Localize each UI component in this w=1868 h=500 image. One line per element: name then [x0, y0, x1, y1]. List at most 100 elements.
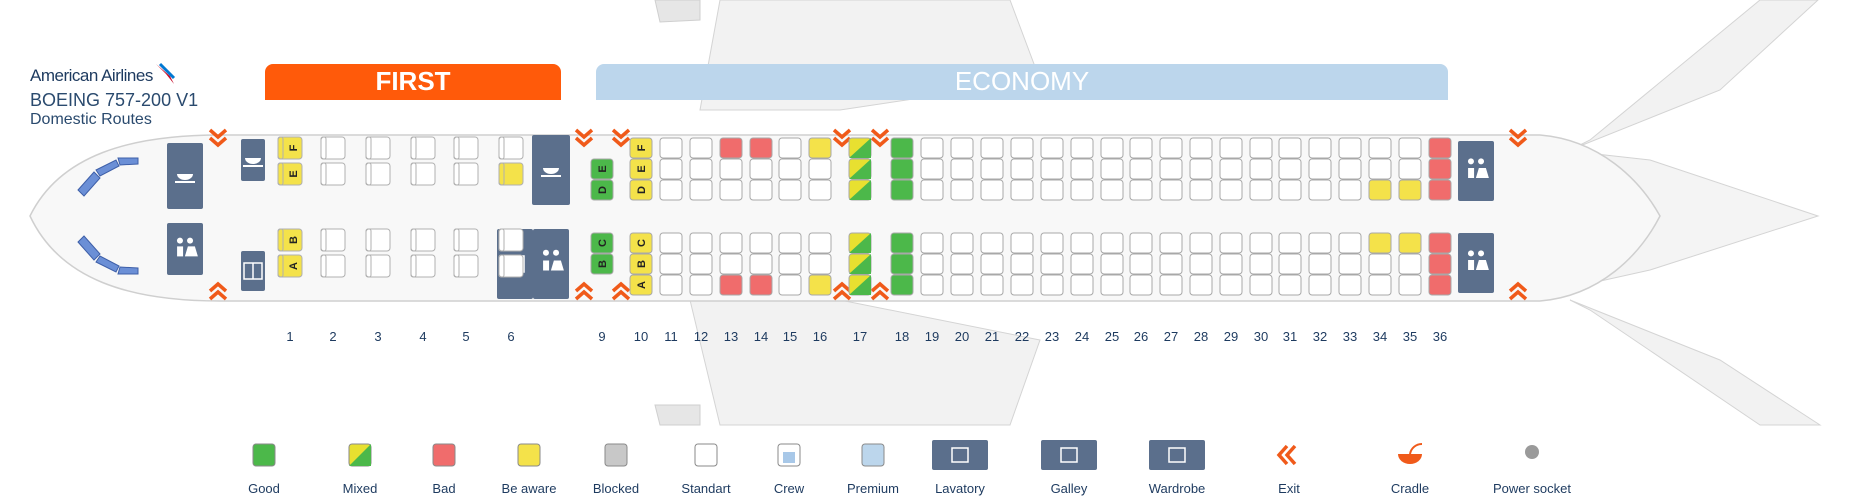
seat-2E[interactable]	[320, 162, 346, 186]
seat-23C[interactable]	[1040, 232, 1064, 254]
seat-2F[interactable]	[320, 136, 346, 160]
seat-20F[interactable]	[950, 137, 974, 159]
seat-5B[interactable]	[453, 228, 479, 252]
seat-31B[interactable]	[1278, 253, 1302, 275]
seat-6F[interactable]	[498, 136, 524, 160]
seat-15E[interactable]	[778, 158, 802, 180]
seat-25A[interactable]	[1100, 274, 1124, 296]
seat-35D[interactable]	[1398, 179, 1422, 201]
seat-32E[interactable]	[1308, 158, 1332, 180]
seat-11B[interactable]	[659, 253, 683, 275]
seat-19B[interactable]	[920, 253, 944, 275]
seat-11E[interactable]	[659, 158, 683, 180]
seat-18D[interactable]	[890, 179, 914, 201]
seat-24E[interactable]	[1070, 158, 1094, 180]
seat-33F[interactable]	[1338, 137, 1362, 159]
seat-23B[interactable]	[1040, 253, 1064, 275]
seat-9E[interactable]	[590, 158, 614, 180]
seat-20E[interactable]	[950, 158, 974, 180]
seat-19C[interactable]	[920, 232, 944, 254]
seat-15C[interactable]	[778, 232, 802, 254]
seat-29E[interactable]	[1219, 158, 1243, 180]
seat-29A[interactable]	[1219, 274, 1243, 296]
seat-30F[interactable]	[1249, 137, 1273, 159]
seat-12D[interactable]	[689, 179, 713, 201]
seat-24C[interactable]	[1070, 232, 1094, 254]
seat-25C[interactable]	[1100, 232, 1124, 254]
seat-23D[interactable]	[1040, 179, 1064, 201]
seat-26A[interactable]	[1129, 274, 1153, 296]
seat-12F[interactable]	[689, 137, 713, 159]
seat-13E[interactable]	[719, 158, 743, 180]
seat-10E[interactable]	[629, 158, 653, 180]
seat-25E[interactable]	[1100, 158, 1124, 180]
seat-23A[interactable]	[1040, 274, 1064, 296]
seat-10A[interactable]	[629, 274, 653, 296]
seat-21A[interactable]	[980, 274, 1004, 296]
seat-14B[interactable]	[749, 253, 773, 275]
seat-9B[interactable]	[590, 253, 614, 275]
seat-26E[interactable]	[1129, 158, 1153, 180]
seat-29F[interactable]	[1219, 137, 1243, 159]
seat-27E[interactable]	[1159, 158, 1183, 180]
seat-10F[interactable]	[629, 137, 653, 159]
seat-22B[interactable]	[1010, 253, 1034, 275]
seat-16F[interactable]	[808, 137, 832, 159]
seat-20A[interactable]	[950, 274, 974, 296]
seat-18F[interactable]	[890, 137, 914, 159]
seat-26C[interactable]	[1129, 232, 1153, 254]
seat-36D[interactable]	[1428, 179, 1452, 201]
seat-24D[interactable]	[1070, 179, 1094, 201]
seat-26F[interactable]	[1129, 137, 1153, 159]
seat-23F[interactable]	[1040, 137, 1064, 159]
seat-25F[interactable]	[1100, 137, 1124, 159]
seat-18E[interactable]	[890, 158, 914, 180]
seat-14A[interactable]	[749, 274, 773, 296]
seat-21D[interactable]	[980, 179, 1004, 201]
seat-16B[interactable]	[808, 253, 832, 275]
seat-5A[interactable]	[453, 254, 479, 278]
seat-31D[interactable]	[1278, 179, 1302, 201]
seat-13F[interactable]	[719, 137, 743, 159]
seat-18C[interactable]	[890, 232, 914, 254]
seat-6B[interactable]	[498, 228, 524, 252]
seat-15A[interactable]	[778, 274, 802, 296]
seat-33A[interactable]	[1338, 274, 1362, 296]
seat-21C[interactable]	[980, 232, 1004, 254]
seat-24B[interactable]	[1070, 253, 1094, 275]
seat-34E[interactable]	[1368, 158, 1392, 180]
seat-32A[interactable]	[1308, 274, 1332, 296]
seat-35E[interactable]	[1398, 158, 1422, 180]
seat-20C[interactable]	[950, 232, 974, 254]
seat-36F[interactable]	[1428, 137, 1452, 159]
seat-31A[interactable]	[1278, 274, 1302, 296]
seat-33D[interactable]	[1338, 179, 1362, 201]
seat-28F[interactable]	[1189, 137, 1213, 159]
seat-21F[interactable]	[980, 137, 1004, 159]
seat-13A[interactable]	[719, 274, 743, 296]
seat-30D[interactable]	[1249, 179, 1273, 201]
seat-27C[interactable]	[1159, 232, 1183, 254]
seat-12B[interactable]	[689, 253, 713, 275]
seat-26B[interactable]	[1129, 253, 1153, 275]
seat-33E[interactable]	[1338, 158, 1362, 180]
seat-15D[interactable]	[778, 179, 802, 201]
seat-36B[interactable]	[1428, 253, 1452, 275]
seat-11F[interactable]	[659, 137, 683, 159]
seat-15B[interactable]	[778, 253, 802, 275]
seat-3E[interactable]	[365, 162, 391, 186]
seat-3F[interactable]	[365, 136, 391, 160]
seat-14F[interactable]	[749, 137, 773, 159]
seat-11A[interactable]	[659, 274, 683, 296]
seat-28D[interactable]	[1189, 179, 1213, 201]
seat-28C[interactable]	[1189, 232, 1213, 254]
seat-30A[interactable]	[1249, 274, 1273, 296]
seat-35B[interactable]	[1398, 253, 1422, 275]
seat-32D[interactable]	[1308, 179, 1332, 201]
seat-5F[interactable]	[453, 136, 479, 160]
seat-35C[interactable]	[1398, 232, 1422, 254]
seat-23E[interactable]	[1040, 158, 1064, 180]
seat-36E[interactable]	[1428, 158, 1452, 180]
seat-3B[interactable]	[365, 228, 391, 252]
seat-31E[interactable]	[1278, 158, 1302, 180]
